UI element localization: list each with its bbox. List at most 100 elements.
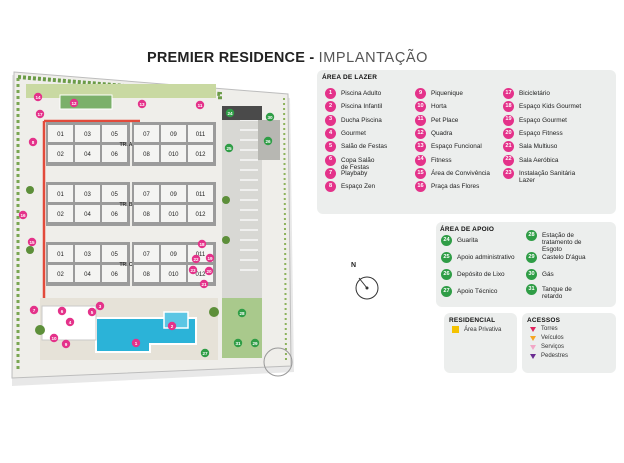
lazer-label: Piscina Infantil bbox=[341, 103, 383, 111]
marker-19: 19 bbox=[503, 114, 514, 126]
plan-marker-13 bbox=[137, 99, 147, 109]
unit-cell bbox=[48, 125, 73, 142]
marker-17: 17 bbox=[503, 88, 514, 99]
lazer-label: Sala Multiuso bbox=[519, 143, 558, 151]
residencial-title: RESIDENCIAL bbox=[449, 317, 496, 324]
unit-cell bbox=[48, 205, 73, 222]
lazer-label: Quadra bbox=[431, 129, 453, 137]
unit-number: 010 bbox=[168, 152, 179, 158]
tower-label: TR. B bbox=[119, 202, 132, 208]
legend-servicos: Serviços bbox=[530, 344, 564, 350]
marker-24: 24 bbox=[441, 235, 452, 246]
marker-23: 23 bbox=[503, 167, 514, 179]
plan-marker-label: 20 bbox=[206, 269, 212, 274]
marker-29: 29 bbox=[526, 252, 537, 263]
plan-marker-label: 1 bbox=[135, 341, 138, 346]
unit-cell bbox=[102, 185, 127, 202]
lazer-item-bicicletario: 17 Bicicletário bbox=[503, 88, 550, 99]
marker-22: 22 bbox=[503, 154, 514, 166]
plan-marker-label: 22 bbox=[193, 257, 199, 262]
marker-14: 14 bbox=[415, 154, 426, 166]
unit-number: 09 bbox=[170, 192, 177, 198]
plan-marker-label: 13 bbox=[139, 102, 145, 107]
lazer-label: Espaço Gourmet bbox=[519, 116, 567, 124]
unit-cell bbox=[134, 185, 159, 202]
plan-marker-1 bbox=[131, 338, 141, 348]
unit-cell bbox=[161, 145, 186, 162]
compass-small bbox=[263, 347, 293, 377]
water-tank-area bbox=[222, 298, 262, 358]
apoio-label: Castelo D'água bbox=[542, 254, 586, 261]
unit-cell bbox=[75, 265, 100, 282]
unit-number: 04 bbox=[84, 212, 91, 218]
plan-marker-16 bbox=[18, 210, 28, 220]
marker-20: 20 bbox=[503, 127, 514, 139]
lazer-label: Sala Aeróbica bbox=[519, 156, 559, 164]
plan-marker-label: 18 bbox=[199, 242, 205, 247]
unit-cell bbox=[134, 205, 159, 222]
unit-number: 010 bbox=[168, 212, 179, 218]
plan-marker-label: 30 bbox=[267, 115, 273, 120]
legend-pedestres: Pedestres bbox=[530, 353, 568, 359]
apoio-item-castelo-d-agua: 29 Castelo D'água bbox=[526, 252, 586, 263]
plan-marker-label: 14 bbox=[35, 95, 41, 100]
plan-marker-10 bbox=[49, 333, 59, 343]
unit-cell bbox=[75, 205, 100, 222]
plan-marker-label: 27 bbox=[202, 351, 208, 356]
unit-cell bbox=[161, 265, 186, 282]
unit-number: 011 bbox=[196, 252, 206, 258]
marker-9: 9 bbox=[415, 88, 426, 99]
apoio-title: ÁREA DE APOIO bbox=[440, 226, 495, 233]
lazer-label: Fitness bbox=[431, 156, 452, 164]
plan-marker-22 bbox=[191, 254, 201, 264]
unit-cell bbox=[102, 265, 127, 282]
unit-number: 03 bbox=[84, 192, 91, 198]
unit-number: 06 bbox=[111, 212, 118, 218]
residencial-panel: RESIDENCIAL Área Privativa bbox=[444, 313, 517, 373]
plan-marker-label: 23 bbox=[190, 268, 196, 273]
lazer-label: Praça das Flores bbox=[431, 183, 480, 191]
unit-cell bbox=[75, 185, 100, 202]
plan-marker-label: 12 bbox=[71, 101, 77, 106]
tree bbox=[26, 186, 34, 194]
plan-marker-label: 17 bbox=[37, 112, 43, 117]
unit-number: 02 bbox=[57, 152, 64, 158]
acesso-label: Serviços bbox=[541, 344, 565, 350]
plan-marker-label: 4 bbox=[69, 320, 72, 325]
legend-veiculos: Veículos bbox=[530, 335, 564, 341]
plan-marker-11 bbox=[195, 100, 205, 110]
plan-marker-7 bbox=[29, 305, 39, 315]
plan-marker-8 bbox=[28, 137, 38, 147]
lazer-label: Instalação Sanitária Lazer bbox=[519, 169, 576, 184]
lazer-item-sala-aerobica: 22 Sala Aeróbica bbox=[503, 154, 559, 166]
parking-lines bbox=[240, 119, 258, 271]
unit-cell bbox=[134, 145, 159, 162]
plan-marker-14 bbox=[33, 92, 43, 102]
plan-marker-12 bbox=[69, 98, 79, 108]
plan-marker-4 bbox=[65, 317, 75, 327]
unit-cell bbox=[102, 125, 127, 142]
unit-cell bbox=[75, 125, 100, 142]
plan-marker-27 bbox=[200, 348, 210, 358]
plan-marker-label: 16 bbox=[20, 213, 26, 218]
lazer-label: Bicicletário bbox=[519, 90, 550, 97]
unit-cell bbox=[48, 245, 73, 262]
acesso-label: Veículos bbox=[541, 335, 564, 341]
plan-marker-label: 31 bbox=[235, 341, 241, 346]
plan-marker-label: 11 bbox=[198, 103, 203, 108]
top-garden bbox=[26, 84, 216, 98]
access-arrow-icon bbox=[530, 335, 536, 341]
plan-marker-19 bbox=[205, 253, 215, 263]
unit-cell bbox=[75, 245, 100, 262]
lazer-item-instalacao-sanitaria-lazer: 23 Instalação Sanitária Lazer bbox=[503, 167, 576, 184]
